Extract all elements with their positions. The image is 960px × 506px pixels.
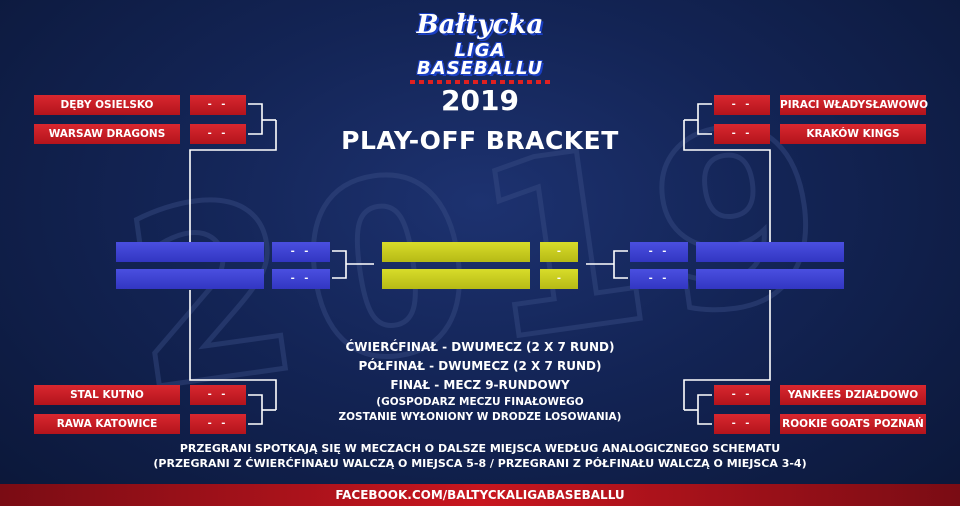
qf-left-team-2: WARSAW DRAGONS	[34, 124, 180, 144]
sf-left-score-1: - -	[272, 242, 330, 262]
logo-year: 2019	[441, 84, 519, 117]
qf-left-score-1: - -	[190, 95, 246, 115]
qf-right-score-4: - -	[714, 414, 770, 434]
sf-right-score-2: - -	[630, 269, 688, 289]
qf-left-score-4: - -	[190, 414, 246, 434]
qf-right-score-2: - -	[714, 124, 770, 144]
qf-right-team-1: PIRACI WŁADYSŁAWOWO	[780, 95, 928, 115]
sf-left-team-1	[116, 242, 264, 262]
rule-quarterfinal: ĆWIERĆFINAŁ - DWUMECZ (2 X 7 RUND)	[345, 340, 615, 354]
facebook-link[interactable]: FACEBOOK.COM/BALTYCKALIGABASEBALLU	[335, 488, 625, 502]
sf-right-team-2	[696, 269, 844, 289]
qf-right-score-3: - -	[714, 385, 770, 405]
logo-stitch-decoration	[410, 80, 550, 84]
sf-right-score-1: - -	[630, 242, 688, 262]
rule-final: FINAŁ - MECZ 9-RUNDOWY	[390, 378, 570, 392]
qf-right-team-4: ROOKIE GOATS POZNAŃ	[780, 414, 926, 434]
final-score-1: -	[540, 242, 578, 262]
losers-note-line-2: (PRZEGRANI Z ĆWIERĆFINAŁU WALCZĄ O MIEJS…	[153, 457, 807, 470]
final-team-2	[382, 269, 530, 289]
qf-left-team-1: DĘBY OSIELSKO	[34, 95, 180, 115]
logo-baltycka: Bałtycka	[416, 10, 544, 40]
losers-note-line-1: PRZEGRANI SPOTKAJĄ SIĘ W MECZACH O DALSZ…	[179, 442, 781, 455]
league-logo: Bałtycka LIGA BASEBALLU 2019	[380, 6, 580, 117]
logo-baseballu: BASEBALLU	[416, 58, 544, 79]
qf-left-team-4: RAWA KATOWICE	[34, 414, 180, 434]
rule-final-host-2: ZOSTANIE WYŁONIONY W DRODZE LOSOWANIA)	[338, 411, 622, 423]
page-title: PLAY-OFF BRACKET	[341, 126, 619, 155]
rule-final-host-1: (GOSPODARZ MECZU FINAŁOWEGO	[376, 396, 584, 408]
sf-left-score-2: - -	[272, 269, 330, 289]
losers-note: PRZEGRANI SPOTKAJĄ SIĘ W MECZACH O DALSZ…	[60, 441, 900, 471]
qf-left-score-2: - -	[190, 124, 246, 144]
footer-bar: FACEBOOK.COM/BALTYCKALIGABASEBALLU	[0, 484, 960, 506]
sf-right-team-1	[696, 242, 844, 262]
qf-right-score-1: - -	[714, 95, 770, 115]
final-score-2: -	[540, 269, 578, 289]
sf-left-team-2	[116, 269, 264, 289]
format-rules: ĆWIERĆFINAŁ - DWUMECZ (2 X 7 RUND) PÓŁFI…	[300, 338, 660, 425]
qf-left-team-3: STAL KUTNO	[34, 385, 180, 405]
rule-semifinal: PÓŁFINAŁ - DWUMECZ (2 X 7 RUND)	[358, 359, 602, 373]
final-team-1	[382, 242, 530, 262]
qf-left-score-3: - -	[190, 385, 246, 405]
qf-right-team-2: KRAKÓW KINGS	[780, 124, 926, 144]
qf-right-team-3: YANKEES DZIAŁDOWO	[780, 385, 926, 405]
logo-liga: LIGA	[454, 40, 506, 61]
